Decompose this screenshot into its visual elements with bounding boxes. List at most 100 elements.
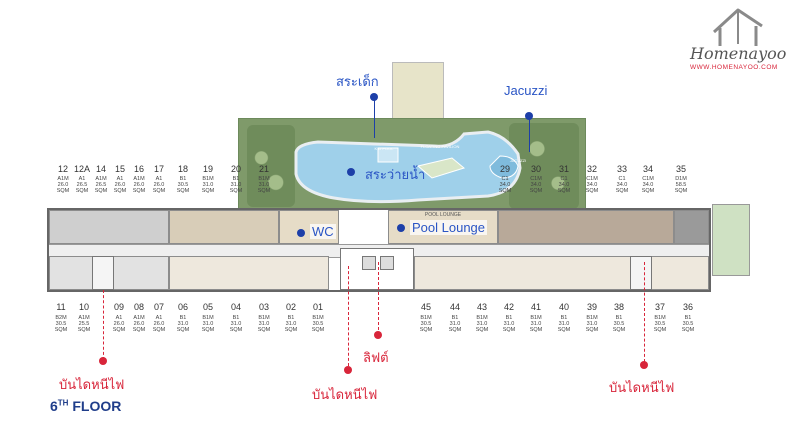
- unit-sqm: SQM: [475, 327, 489, 333]
- unit-sqm: SQM: [201, 327, 215, 333]
- unit-no: 42: [503, 302, 514, 312]
- unit-type: C1: [501, 176, 509, 182]
- unit-no: 15: [114, 164, 125, 174]
- unit-size: 31.0: [530, 321, 542, 327]
- unit-size: 26.0: [57, 182, 69, 188]
- lift-marker: [374, 331, 382, 339]
- unit-type: A1M: [133, 176, 145, 182]
- unit-block-29-34: [498, 210, 674, 244]
- jacuzzi-leader: [529, 118, 531, 152]
- unit-type: B1M: [586, 315, 598, 321]
- unit-size: 30.5: [682, 321, 694, 327]
- unit-size: 31.0: [177, 321, 189, 327]
- unit-type: B1: [615, 315, 623, 321]
- unit-size: 26.0: [153, 182, 165, 188]
- unit-type: B1: [179, 176, 187, 182]
- fire-exit-left-marker: [99, 357, 107, 365]
- unit-size: 30.5: [55, 321, 67, 327]
- unit-type: B2M: [55, 315, 67, 321]
- unit-size: 26.5: [76, 182, 88, 188]
- garden-texture-left: [247, 125, 295, 207]
- unit-type: B1M: [258, 315, 270, 321]
- unit-no: 18: [177, 164, 188, 174]
- unit-no: 08: [133, 302, 144, 312]
- unit-size: 31.0: [202, 321, 214, 327]
- unit-type: B1: [287, 315, 295, 321]
- wc-marker: [297, 229, 305, 237]
- unit-no: 17: [153, 164, 164, 174]
- unit-no: 02: [285, 302, 296, 312]
- pool-lounge-label: Pool Lounge: [410, 220, 488, 235]
- unit-size: 30.5: [420, 321, 432, 327]
- unit-sqm: SQM: [75, 188, 89, 194]
- unit-sqm: SQM: [257, 327, 271, 333]
- unit-sqm: SQM: [229, 188, 243, 194]
- unit-size: 31.0: [202, 182, 214, 188]
- unit-no: 33: [616, 164, 627, 174]
- unit-type: B1M: [476, 315, 488, 321]
- unit-sqm: SQM: [529, 327, 543, 333]
- unit-no: 12: [57, 164, 68, 174]
- fire-exit-left-label: บันไดหนีไฟ: [59, 377, 125, 392]
- fire-exit-center-label: บันไดหนีไฟ: [312, 387, 378, 402]
- logo: Homenayoo WWW.HOMENAYOO.COM: [680, 4, 795, 74]
- unit-sqm: SQM: [557, 327, 571, 333]
- unit-no: 09: [113, 302, 124, 312]
- unit-type: A1M: [133, 315, 145, 321]
- unit-sqm: SQM: [94, 188, 108, 194]
- pool-lounge-sign: POOL LOUNGE: [424, 212, 462, 218]
- unit-no: 40: [558, 302, 569, 312]
- unit-no: 14: [95, 164, 106, 174]
- unit-type: A1M: [78, 315, 90, 321]
- unit-no: 30: [530, 164, 541, 174]
- unit-sqm: SQM: [54, 327, 68, 333]
- unit-sqm: SQM: [132, 327, 146, 333]
- jacuzzi-marker: [525, 112, 533, 120]
- unit-size: 30.5: [613, 321, 625, 327]
- lift-label: ลิฟต์: [363, 350, 389, 365]
- unit-type: B1: [684, 315, 692, 321]
- unit-size: 31.0: [285, 321, 297, 327]
- unit-size: 26.0: [153, 321, 165, 327]
- unit-size: 25.5: [78, 321, 90, 327]
- fire-exit-right-marker: [640, 361, 648, 369]
- unit-size: 26.0: [113, 321, 125, 327]
- floor-suffix: TH: [57, 398, 69, 408]
- fire-exit-right-label: บันไดหนีไฟ: [609, 380, 675, 395]
- unit-no: 34: [642, 164, 653, 174]
- unit-no: 36: [682, 302, 693, 312]
- unit-type: B1: [232, 315, 240, 321]
- unit-no: 38: [613, 302, 624, 312]
- unit-no: 39: [586, 302, 597, 312]
- wc-label: WC: [310, 224, 336, 239]
- unit-35: [674, 210, 709, 244]
- stair-core-right: [630, 256, 652, 290]
- unit-size: 31.0: [230, 321, 242, 327]
- unit-size: 31.0: [586, 321, 598, 327]
- unit-sqm: SQM: [229, 327, 243, 333]
- unit-type: C1M: [530, 176, 542, 182]
- unit-type: B1M: [202, 315, 214, 321]
- unit-size: 30.5: [177, 182, 189, 188]
- unit-type: B1M: [654, 315, 666, 321]
- unit-size: 26.0: [133, 182, 145, 188]
- unit-no: 37: [654, 302, 665, 312]
